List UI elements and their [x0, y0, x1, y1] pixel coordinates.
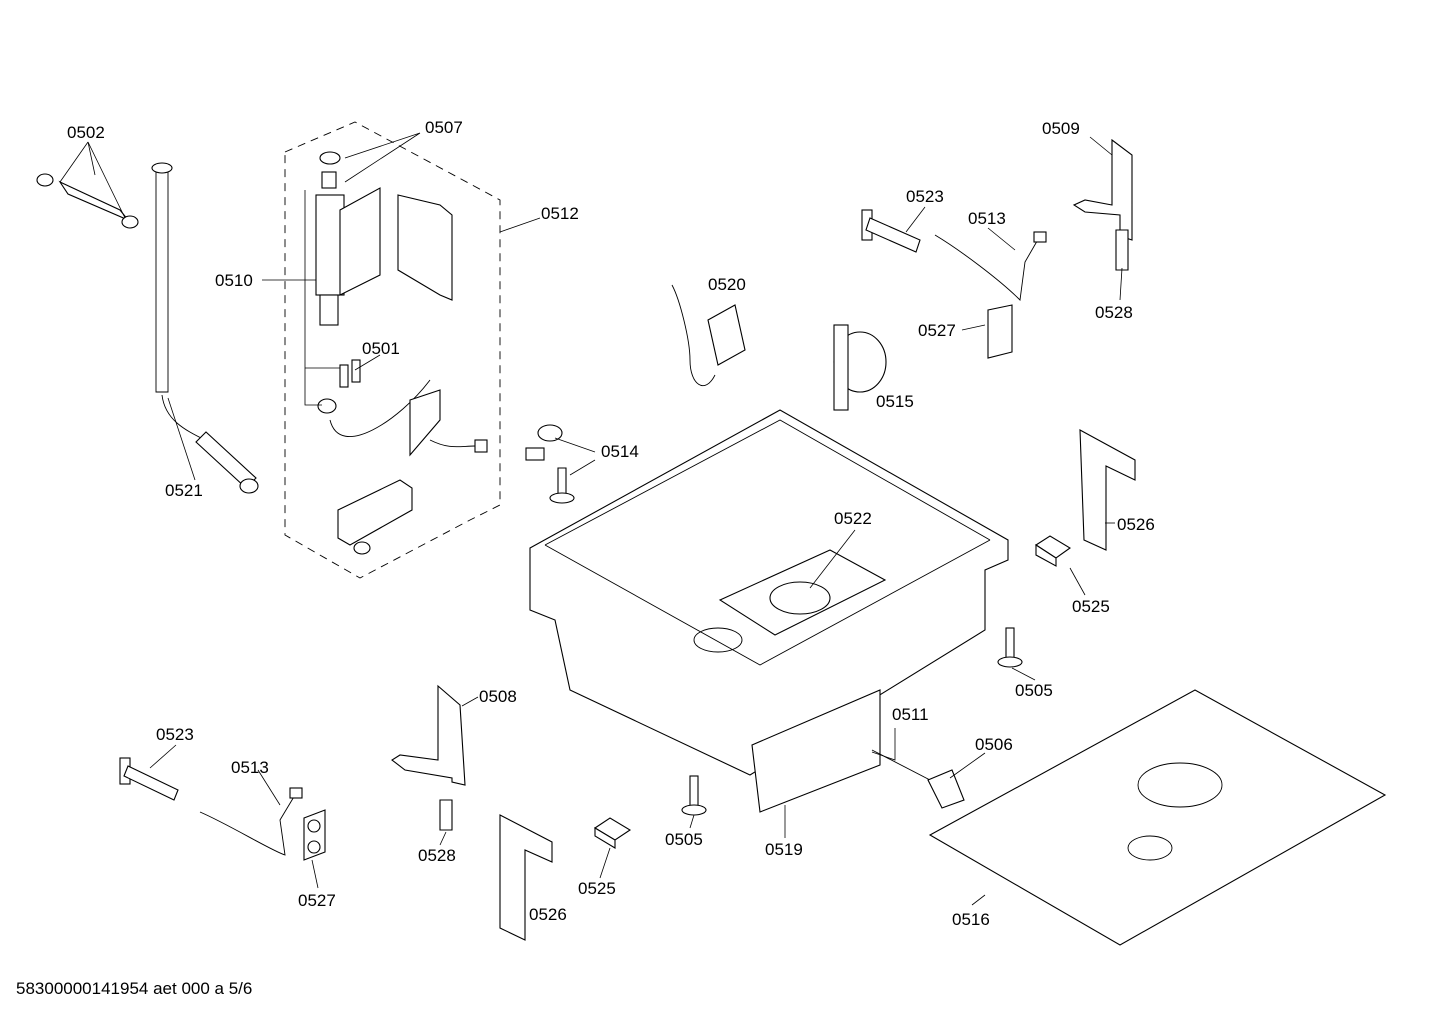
part-0523-spring-bottom	[119, 757, 179, 801]
label-0523-bottom: 0523	[156, 725, 194, 744]
label-0513-top: 0513	[968, 209, 1006, 228]
label-0502: 0502	[67, 123, 105, 142]
part-0525-block-right	[1034, 535, 1072, 567]
part-0514-gear-screw	[525, 424, 575, 504]
label-0528-bottom: 0528	[418, 846, 456, 865]
part-0510-valve	[315, 194, 345, 326]
part-0509-hinge-bracket	[1072, 138, 1133, 241]
part-0521-drain-hose	[151, 162, 259, 494]
label-0508: 0508	[479, 687, 517, 706]
label-0519: 0519	[765, 840, 803, 859]
part-0501-sensor	[317, 359, 361, 414]
part-0502-clip-hose	[36, 173, 139, 229]
label-0514: 0514	[601, 442, 639, 461]
part-0505-screw-bottom	[681, 775, 707, 816]
part-0528-clip-bottom	[439, 799, 453, 831]
leader-lines	[59, 132, 1123, 906]
part-0525-block-bottom	[593, 817, 632, 849]
part-0513-cable-top	[934, 231, 1047, 301]
label-0520: 0520	[708, 275, 746, 294]
label-0527-bottom: 0527	[298, 891, 336, 910]
label-0506: 0506	[975, 735, 1013, 754]
label-0509: 0509	[1042, 119, 1080, 138]
part-0523-spring-top	[861, 209, 921, 253]
label-0505-right: 0505	[1015, 681, 1053, 700]
label-0522: 0522	[834, 509, 872, 528]
label-0510: 0510	[215, 271, 253, 290]
label-0501: 0501	[362, 339, 400, 358]
label-0523-top: 0523	[906, 187, 944, 206]
part-0512-cover	[339, 187, 453, 301]
label-0512: 0512	[541, 204, 579, 223]
document-footer-code: 58300000141954 aet 000 a 5/6	[16, 979, 253, 998]
part-bracket-lower	[337, 479, 413, 555]
part-0516-base-plate	[928, 689, 1387, 946]
label-0525-bottom: 0525	[578, 879, 616, 898]
part-0528-clip-top	[1115, 229, 1129, 271]
part-labels: 0502 0507 0512 0510 0501 0521 0509 0523 …	[67, 118, 1155, 929]
part-0513-cable-bottom	[199, 787, 303, 856]
label-0525-right: 0525	[1072, 597, 1110, 616]
part-0526-plate-right	[1079, 429, 1136, 551]
part-0515-pump	[833, 324, 887, 411]
label-0526-right: 0526	[1117, 515, 1155, 534]
part-hose-coil	[329, 379, 488, 457]
label-0513-bottom: 0513	[231, 758, 269, 777]
label-0507: 0507	[425, 118, 463, 137]
label-0521: 0521	[165, 481, 203, 500]
assembly-outline-0512	[284, 121, 501, 579]
part-0526-plate-bottom	[499, 814, 553, 941]
label-0528-top: 0528	[1095, 303, 1133, 322]
label-0511: 0511	[892, 705, 929, 724]
label-0515: 0515	[876, 392, 914, 411]
part-base-tub	[529, 409, 1009, 776]
part-0507-cap	[319, 151, 341, 189]
part-0508-hinge-bracket	[391, 684, 466, 786]
part-0506-foot	[871, 749, 965, 809]
label-0526-bottom: 0526	[529, 905, 567, 924]
part-0520-sensor	[671, 284, 746, 387]
part-0527-holder-bottom	[303, 809, 326, 861]
label-0516: 0516	[952, 910, 990, 929]
part-0505-screw-right	[997, 627, 1023, 668]
label-0505-bottom: 0505	[665, 830, 703, 849]
part-0519-kickplate	[751, 689, 881, 813]
label-0527-top: 0527	[918, 321, 956, 340]
part-0527-holder-top	[987, 304, 1013, 359]
